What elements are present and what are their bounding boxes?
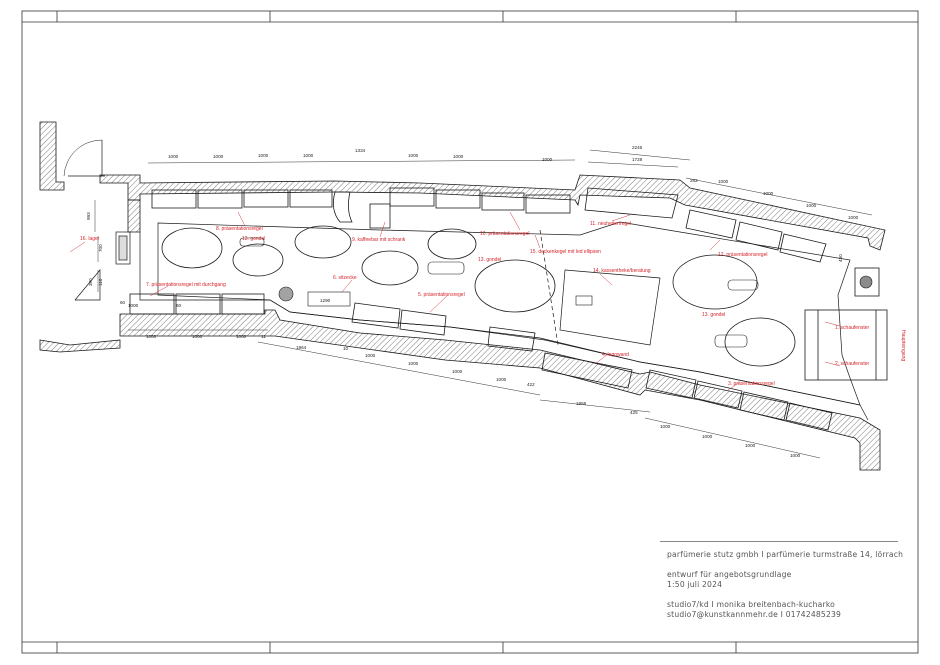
label-16: 16. lager	[80, 236, 100, 242]
exterior-walls	[39, 121, 886, 471]
dim-left-v-2: 700	[98, 244, 103, 252]
dim-small-1: 1290	[320, 298, 331, 303]
dim-bottom-2: 10	[343, 346, 349, 351]
gondola-ellipses	[161, 225, 796, 367]
dim-left-bottom-1: 1000	[146, 334, 157, 339]
floor-outline	[139, 221, 869, 421]
label-4: 4. logowand	[602, 352, 629, 358]
label-11: 11. neuheitenregel	[590, 221, 631, 227]
dim-top-right-c: 282	[690, 178, 698, 183]
label-14: 14. kassentheke/beratung	[593, 268, 651, 274]
dim-left-v-3: 110	[98, 278, 103, 286]
label-8: 8. präsentationsregel	[216, 226, 263, 232]
dim-top-right-4: 1000	[848, 215, 859, 220]
dim-small-3: 60	[120, 300, 126, 305]
label-9: 9. kaffeebar mit schrank	[352, 237, 406, 243]
purpose-line: entwurf für angebotsgrundlage	[667, 570, 792, 579]
red-labels: 8. präsentationsregel 13. gondel 9. kaff…	[80, 221, 906, 387]
shelf-modules	[129, 187, 888, 431]
small-furniture	[239, 237, 873, 348]
dim-bottom-right-1: 1000	[660, 424, 671, 429]
dim-bottom-5: 1000	[452, 369, 463, 374]
dim-small-4: 60	[176, 303, 182, 308]
drawing-frame	[21, 10, 919, 654]
dimension-texts: 1000 1000 1000 1000 1334 1000 1000 1000 …	[86, 145, 859, 458]
dim-top-4: 1000	[303, 153, 314, 158]
dim-bottom-right-4: 1000	[790, 453, 801, 458]
dim-top-7: 1000	[453, 154, 464, 159]
client-line: parfümerie stutz gmbh I parfümerie turms…	[667, 550, 904, 559]
dim-top-right-3: 1000	[806, 203, 817, 208]
dim-bottom-right-3: 1000	[745, 443, 756, 448]
dim-bottom-9: 425	[630, 410, 638, 415]
scale-date-line: 1:50 juli 2024	[667, 580, 723, 589]
label-5: 5. präsentationsregel	[418, 292, 465, 298]
storage-area	[63, 139, 131, 301]
dim-bottom-8: 1958	[576, 401, 587, 406]
dimension-lines	[94, 149, 873, 459]
designer-line: studio7/kd I monika breitenbach-kucharko	[667, 600, 836, 609]
titleblock-rule	[660, 541, 898, 542]
dim-left-v-4: 390	[88, 278, 93, 286]
label-7: 7. präsentationsregel mit durchgang	[146, 282, 226, 288]
dim-top-1: 1000	[168, 154, 179, 159]
dim-bottom-6: 1000	[496, 377, 507, 382]
dim-top-right-a: 2246	[632, 145, 643, 150]
dim-left-bottom-5: 11	[261, 334, 266, 339]
dim-left-bottom-3: 1000	[236, 334, 247, 339]
label-1: 1. schaufenster	[835, 325, 870, 331]
label-10: 10. präsentationsregel	[480, 231, 529, 237]
label-12: 12. präsentationsregel	[718, 252, 767, 258]
dim-top-right-1: 1000	[718, 179, 729, 184]
label-13-gondel-b: 13. gondel	[478, 257, 501, 263]
contact-line: studio7@kunstkannmehr.de I 01742485239	[667, 610, 842, 619]
dim-left-bottom-4: 1000	[128, 303, 139, 308]
dim-bottom-7: 422	[527, 382, 535, 387]
dim-bottom-3: 1000	[365, 353, 376, 358]
dim-bottom-4: 1000	[408, 361, 419, 366]
dim-left-bottom-2: 1000	[192, 334, 203, 339]
label-entrance: Haupteingang	[900, 330, 906, 361]
label-6: 6. sitzecke	[333, 275, 357, 281]
dim-top-8: 1000	[542, 157, 553, 162]
title-block: parfümerie stutz gmbh I parfümerie turms…	[667, 550, 907, 620]
label-15: 15. deckenkegel mit led ellipsen	[530, 249, 601, 255]
dim-left-v-1: 993	[86, 212, 91, 220]
dim-bottom-1: 1964	[296, 345, 307, 350]
label-13-gondel-c: 13. gondel	[702, 312, 725, 318]
label-13-gondel-a: 13. gondel	[242, 236, 265, 242]
dim-top-2: 1000	[213, 154, 224, 159]
dim-top-3: 1000	[258, 153, 269, 158]
dim-top-5: 1334	[355, 148, 366, 153]
dim-top-right-b: 1728	[632, 157, 643, 162]
dim-small-2: 430	[838, 254, 843, 262]
dim-top-right-2: 1000	[763, 191, 774, 196]
label-2: 2. schaufenster	[835, 361, 870, 367]
label-3: 3. präsentationsregel	[728, 381, 775, 387]
dim-bottom-right-2: 1000	[702, 434, 713, 439]
dim-top-6: 1000	[408, 153, 419, 158]
leader-lines	[69, 211, 841, 391]
